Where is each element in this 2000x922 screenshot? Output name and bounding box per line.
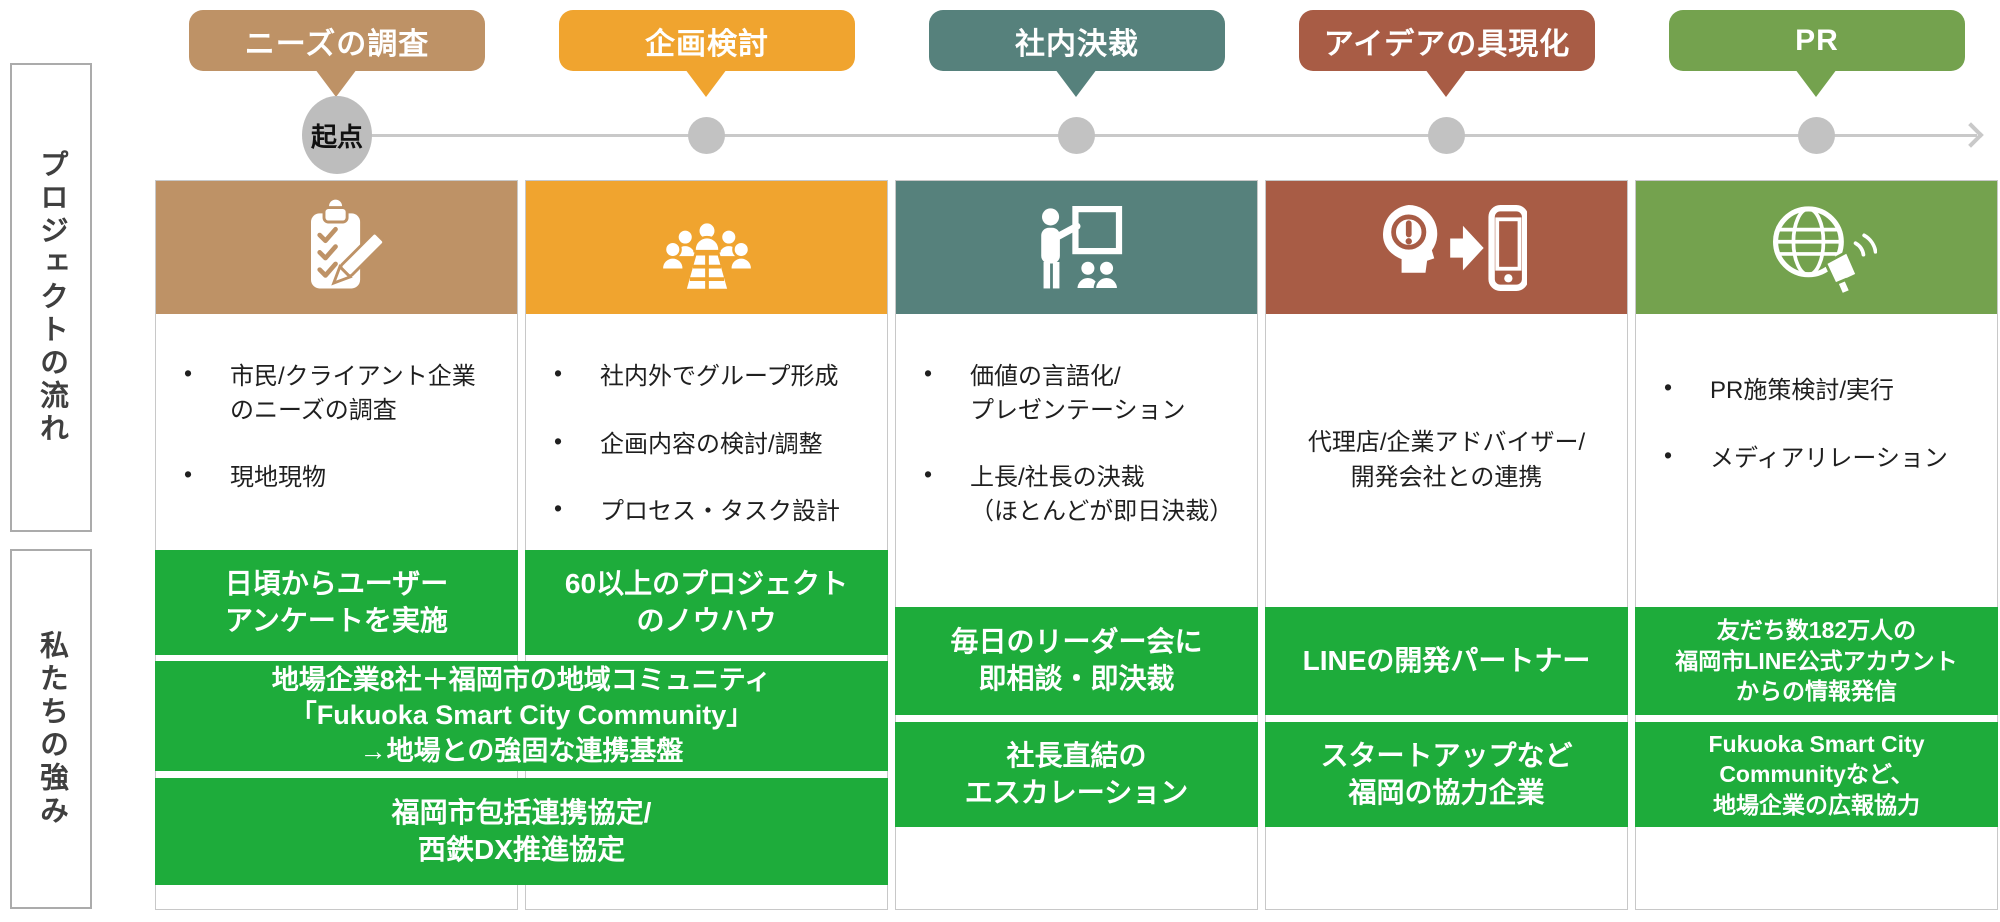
stage-bullets: 社内外でグループ形成 企画内容の検討/調整 プロセス・タスク設計 xyxy=(526,314,887,529)
global-megaphone-icon xyxy=(1772,206,1877,297)
stage-pill-approval: 社内決裁 xyxy=(929,10,1225,71)
stage-icon-band xyxy=(156,181,517,314)
timeline-dot-stage2 xyxy=(688,117,725,154)
timeline-origin-badge: 起点 xyxy=(302,96,372,174)
stage-icon-band xyxy=(1636,181,1997,314)
stage-pill-tail-planning xyxy=(685,69,727,97)
strength-box-pr-cooperation: Fukuoka Smart City Communityなど、 地場企業の広報協… xyxy=(1635,722,1998,827)
bullet-dot xyxy=(548,360,600,394)
timeline-dot-stage5 xyxy=(1798,117,1835,154)
stage-pill-label: 企画検討 xyxy=(645,27,769,61)
stage-note-area: 代理店/企業アドバイザー/ 開発会社との連携 xyxy=(1266,314,1627,608)
bullet-item: 社内外でグループ形成 xyxy=(548,360,873,394)
strength-box-line-account: 友だち数182万人の 福岡市LINE公式アカウント からの情報発信 xyxy=(1635,607,1998,715)
timeline-arrow-icon xyxy=(1958,122,1984,148)
strength-box-ceo-escalation: 社長直結の エスカレーション xyxy=(895,722,1258,827)
presentation-board-icon xyxy=(1040,205,1122,290)
stage-note: 代理店/企業アドバイザー/ 開発会社との連携 xyxy=(1307,429,1586,491)
bullet-item: プロセス・タスク設計 xyxy=(548,495,873,529)
bullet-dot xyxy=(1658,442,1710,476)
bullet-dot xyxy=(918,360,970,427)
project-flow-label: プロジェクトの流れ xyxy=(35,149,68,446)
stage-pill-realization: アイデアの具現化 xyxy=(1299,10,1595,71)
stage-pill-needs: ニーズの調査 xyxy=(189,10,485,71)
strength-box-user-survey: 日頃からユーザー アンケートを実施 xyxy=(155,550,518,655)
bullet-dot xyxy=(918,461,970,528)
bullet-dot xyxy=(548,428,600,462)
bullet-item: 企画内容の検討/調整 xyxy=(548,428,873,462)
strengths-label: 私たちの強み xyxy=(35,630,68,828)
stage-bullets: 価値の言語化/ プレゼンテーション 上長/社長の決裁 （ほとんどが即日決裁） xyxy=(896,314,1257,528)
bullet-dot xyxy=(548,495,600,529)
bullet-item: 市民/クライアント企業 のニーズの調査 xyxy=(178,360,503,427)
timeline-dot-stage3 xyxy=(1058,117,1095,154)
bullet-dot xyxy=(178,461,230,495)
strength-box-project-knowhow: 60以上のプロジェクト のノウハウ xyxy=(525,550,888,655)
strength-box-agreements: 福岡市包括連携協定/ 西鉄DX推進協定 xyxy=(155,778,888,885)
timeline-origin-label: 起点 xyxy=(310,121,363,152)
strength-box-leader-meeting: 毎日のリーダー会に 即相談・即決裁 xyxy=(895,607,1258,715)
timeline-dot-stage4 xyxy=(1428,117,1465,154)
stage-pill-planning: 企画検討 xyxy=(559,10,855,71)
stage-pill-tail-needs xyxy=(315,69,357,97)
bullet-item: 上長/社長の決裁 （ほとんどが即日決裁） xyxy=(918,461,1243,528)
stage-pill-tail-pr xyxy=(1795,69,1837,97)
stage-pill-label: PR xyxy=(1795,23,1839,57)
idea-to-app-icon xyxy=(1382,204,1527,291)
bullet-item: PR施策検討/実行 xyxy=(1658,374,1983,408)
bullet-item: メディアリレーション xyxy=(1658,442,1983,476)
stage-pill-tail-approval xyxy=(1055,69,1097,97)
bullet-dot xyxy=(1658,374,1710,408)
stage-icon-band xyxy=(1266,181,1627,314)
timeline-line xyxy=(337,134,1977,137)
clipboard-checklist-icon xyxy=(310,199,385,288)
stage-pill-label: 社内決裁 xyxy=(1015,27,1139,61)
strength-box-startup-partners: スタートアップなど 福岡の協力企業 xyxy=(1265,722,1628,827)
stage-icon-band xyxy=(896,181,1257,314)
bullet-item: 価値の言語化/ プレゼンテーション xyxy=(918,360,1243,427)
stage-bullets: 市民/クライアント企業 のニーズの調査 現地現物 xyxy=(156,314,517,495)
stage-icon-band xyxy=(526,181,887,314)
stage-pill-pr: PR xyxy=(1669,10,1965,71)
stage-pill-tail-realization xyxy=(1425,69,1467,97)
strength-box-local-community: 地場企業8社＋福岡市の地域コミュニティ 「Fukuoka Smart City … xyxy=(155,661,888,771)
stage-pill-label: ニーズの調査 xyxy=(244,27,430,61)
meeting-table-icon xyxy=(660,220,753,291)
stage-pill-label: アイデアの具現化 xyxy=(1323,27,1571,61)
bullet-dot xyxy=(178,360,230,427)
row-label-box-project-flow: プロジェクトの流れ xyxy=(10,63,92,532)
strength-box-line-partner: LINEの開発パートナー xyxy=(1265,607,1628,715)
stage-bullets: PR施策検討/実行 メディアリレーション xyxy=(1636,314,1997,475)
bullet-item: 現地現物 xyxy=(178,461,503,495)
row-label-box-strengths: 私たちの強み xyxy=(10,549,92,909)
